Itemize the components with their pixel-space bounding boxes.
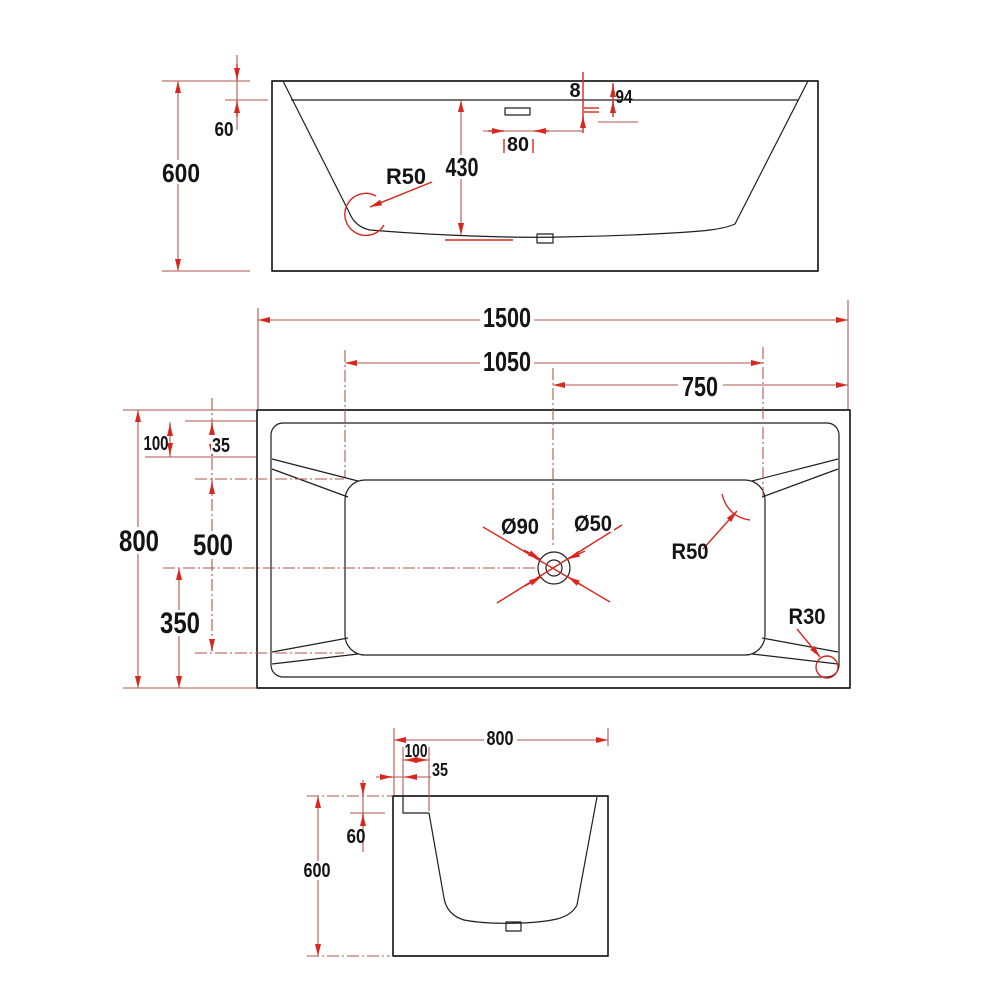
dim-plan-rim-corner-radius: R30 <box>789 604 839 679</box>
dim-label: 800 <box>119 525 159 558</box>
dim-side-wall-offset: 35 <box>376 760 450 780</box>
dim-side-rim-drop: 60 <box>347 780 385 852</box>
dim-side-total-width: 800 <box>394 728 608 750</box>
plan-extension-lines <box>123 300 849 689</box>
dim-plan-total-length: 1500 <box>258 302 848 333</box>
dim-label: 35 <box>212 435 230 457</box>
dim-front-corner-radius: R50 <box>344 164 433 237</box>
front-elevation-view: 600 60 R50 430 8 <box>158 55 819 272</box>
dim-plan-rim-edge: 35 <box>209 398 232 479</box>
dim-label: 1050 <box>483 346 531 377</box>
dim-label: 600 <box>162 158 200 188</box>
dim-plan-total-width: 800 <box>117 410 161 688</box>
dim-plan-half-length: 750 <box>553 371 848 402</box>
dim-plan-basin-width: 500 <box>191 479 235 653</box>
plan-view: 1500 1050 750 800 100 <box>117 300 851 689</box>
plan-corner-slopes <box>271 458 839 665</box>
dim-front-overflow-width: 80 <box>483 128 583 156</box>
dim-label: 60 <box>215 119 234 141</box>
dim-plan-rim-band: 100 <box>144 422 173 457</box>
plan-rim-outline <box>270 422 840 678</box>
side-elevation-view: 800 100 35 60 600 <box>301 728 609 957</box>
dim-label: 500 <box>193 529 233 562</box>
dim-label: 750 <box>682 371 718 402</box>
dim-front-depth: 430 <box>443 100 513 241</box>
dim-label: 100 <box>144 433 169 455</box>
dim-front-rim-drop: 60 <box>215 55 268 141</box>
overflow-slot <box>504 107 531 116</box>
dim-label-waste-dia: Ø50 <box>574 511 612 536</box>
dim-label: 80 <box>507 134 529 156</box>
dim-plan-basin-length: 1050 <box>345 346 763 377</box>
dim-plan-drain-offset: 350 <box>158 568 202 688</box>
dim-label: 35 <box>432 760 448 780</box>
dim-label: 8 <box>569 80 580 102</box>
dim-front-overflow-drop: 94 <box>598 83 638 123</box>
side-basin-profile <box>402 796 598 924</box>
drain-outer-circle <box>537 551 571 585</box>
dim-label: 600 <box>304 860 331 882</box>
dim-plan-basin-corner-radius: R50 <box>672 493 751 564</box>
drain-inner-circle <box>545 559 563 577</box>
dim-label: 100 <box>405 741 428 761</box>
dim-label: R50 <box>386 164 426 189</box>
dim-label: R50 <box>672 539 709 564</box>
dim-label: R30 <box>789 604 826 629</box>
dim-side-ledge-width: 100 <box>403 741 429 763</box>
dim-label-drain-dia: Ø90 <box>501 514 539 539</box>
side-outer-outline <box>392 795 609 957</box>
front-outer-outline <box>271 80 819 272</box>
front-basin-profile <box>282 80 809 238</box>
dim-plan-drain-diameters: Ø90 Ø50 <box>482 511 623 604</box>
front-drain <box>536 233 554 244</box>
dim-front-total-height: 600 <box>158 80 250 272</box>
dim-label: 1500 <box>483 302 531 333</box>
dim-label: 350 <box>160 607 200 640</box>
dim-side-total-height: 600 <box>301 796 334 956</box>
dim-label: 430 <box>446 152 479 182</box>
side-drain <box>505 921 522 932</box>
dim-label: 800 <box>487 728 514 750</box>
dim-label: 60 <box>347 826 366 848</box>
dim-front-overflow-gap: 8 <box>569 72 599 133</box>
dim-label: 94 <box>616 87 633 107</box>
